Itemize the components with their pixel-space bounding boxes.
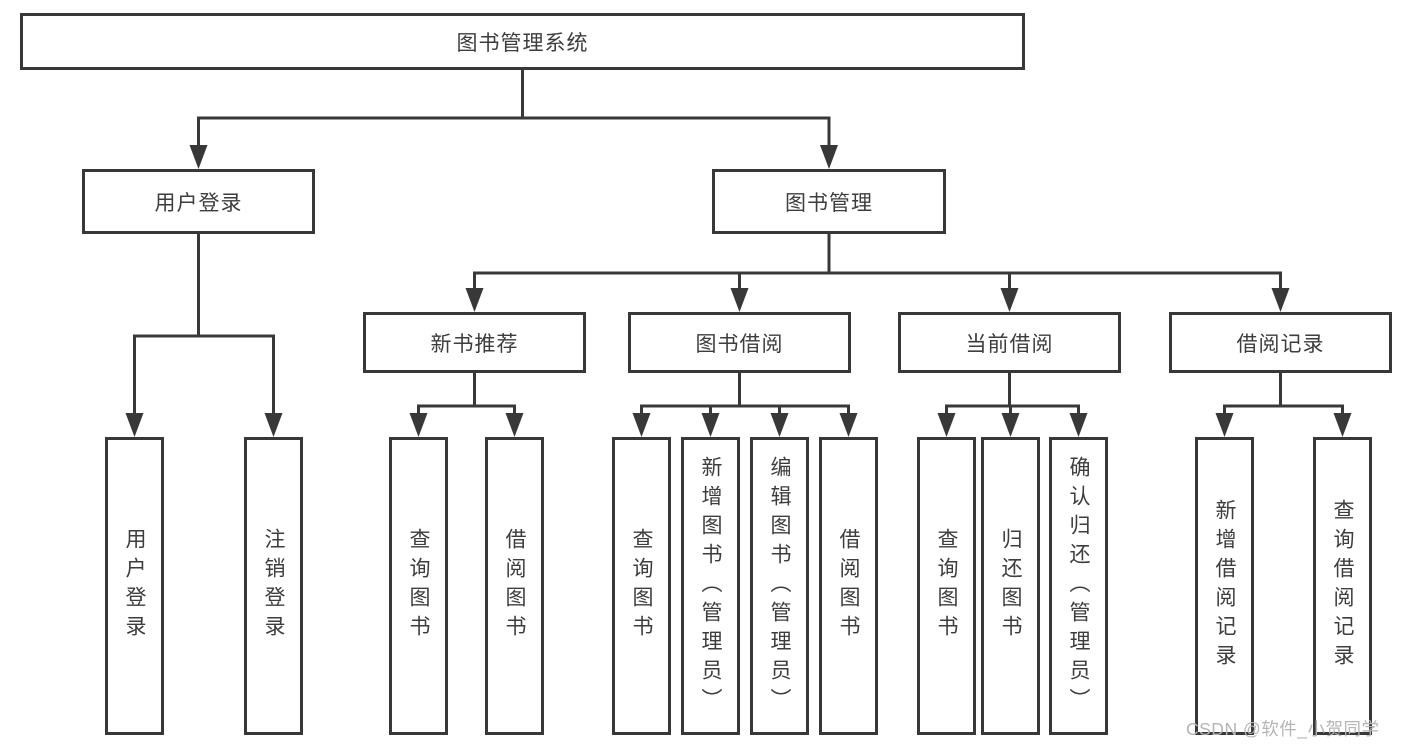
node-label: 查询借阅记录 xyxy=(1331,499,1354,673)
node-label: 新书推荐 xyxy=(430,332,519,356)
node-new-book-rec: 新书推荐 xyxy=(363,312,586,373)
connector-book-borrow xyxy=(632,373,858,437)
node-current-borrow: 当前借阅 xyxy=(898,312,1121,373)
node-label: 用户登录 xyxy=(154,191,243,215)
arrowhead-down-icon xyxy=(125,413,144,437)
arrowhead-down-icon xyxy=(701,413,720,437)
arrowhead-down-icon xyxy=(264,413,283,437)
node-label: 归还图书 xyxy=(999,528,1022,644)
node-label: 查询图书 xyxy=(935,528,958,644)
arrowhead-down-icon xyxy=(1001,413,1020,437)
connector-user-login xyxy=(125,234,283,437)
node-label: 借阅记录 xyxy=(1236,332,1325,356)
node-leaf-bb-add: 新增图书（管理员） xyxy=(681,437,740,735)
node-leaf-bb-edit: 编辑图书（管理员） xyxy=(750,437,809,735)
node-leaf-bb-query: 查询图书 xyxy=(612,437,671,735)
arrowhead-down-icon xyxy=(465,288,484,312)
node-label: 编辑图书（管理员） xyxy=(768,455,791,717)
arrowhead-down-icon xyxy=(505,413,524,437)
node-leaf-cb-confirm: 确认归还（管理员） xyxy=(1049,437,1108,735)
connector-book-mgmt xyxy=(465,234,1290,312)
arrowhead-down-icon xyxy=(189,145,208,169)
node-label: 图书管理 xyxy=(785,191,873,215)
node-leaf-logout: 注销登录 xyxy=(244,437,303,735)
connector-borrow-records xyxy=(1215,373,1352,437)
node-label: 图书管理系统 xyxy=(456,31,589,55)
node-book-borrow: 图书借阅 xyxy=(628,312,851,373)
arrowhead-down-icon xyxy=(632,413,651,437)
connector-new-book-rec xyxy=(409,373,524,437)
node-user-login: 用户登录 xyxy=(82,169,315,234)
node-label: 查询图书 xyxy=(630,528,653,644)
arrowhead-down-icon xyxy=(409,413,428,437)
node-leaf-nbr-query: 查询图书 xyxy=(389,437,448,735)
arrowhead-down-icon xyxy=(820,145,838,169)
node-label: 用户登录 xyxy=(123,528,146,644)
arrowhead-down-icon xyxy=(937,413,956,437)
node-label: 确认归还（管理员） xyxy=(1067,455,1090,717)
node-label: 查询图书 xyxy=(407,528,430,644)
arrowhead-down-icon xyxy=(1333,413,1352,437)
arrowhead-down-icon xyxy=(730,288,749,312)
node-borrow-records: 借阅记录 xyxy=(1169,312,1392,373)
node-book-mgmt: 图书管理 xyxy=(712,169,946,234)
node-label: 借阅图书 xyxy=(837,528,860,644)
node-leaf-user-login: 用户登录 xyxy=(105,437,164,735)
node-label: 注销登录 xyxy=(262,528,285,644)
node-leaf-nbr-borrow: 借阅图书 xyxy=(485,437,544,735)
node-root: 图书管理系统 xyxy=(20,13,1025,70)
arrowhead-down-icon xyxy=(1069,413,1088,437)
connector-root xyxy=(189,70,838,169)
node-leaf-cb-query: 查询图书 xyxy=(917,437,976,735)
node-label: 新增图书（管理员） xyxy=(699,455,722,717)
arrowhead-down-icon xyxy=(839,413,858,437)
watermark: CSDN @软件_小贺同学 xyxy=(1186,719,1380,739)
node-leaf-br-add: 新增借阅记录 xyxy=(1195,437,1254,735)
arrowhead-down-icon xyxy=(1000,288,1019,312)
node-label: 图书借阅 xyxy=(695,332,784,356)
arrowhead-down-icon xyxy=(770,413,789,437)
node-label: 当前借阅 xyxy=(965,332,1054,356)
node-leaf-cb-return: 归还图书 xyxy=(981,437,1040,735)
arrowhead-down-icon xyxy=(1215,413,1234,437)
node-leaf-br-query: 查询借阅记录 xyxy=(1313,437,1372,735)
connector-current-borrow xyxy=(937,373,1088,437)
node-label: 借阅图书 xyxy=(503,528,526,644)
node-label: 新增借阅记录 xyxy=(1213,499,1236,673)
node-leaf-bb-borrow: 借阅图书 xyxy=(819,437,878,735)
arrowhead-down-icon xyxy=(1271,288,1290,312)
